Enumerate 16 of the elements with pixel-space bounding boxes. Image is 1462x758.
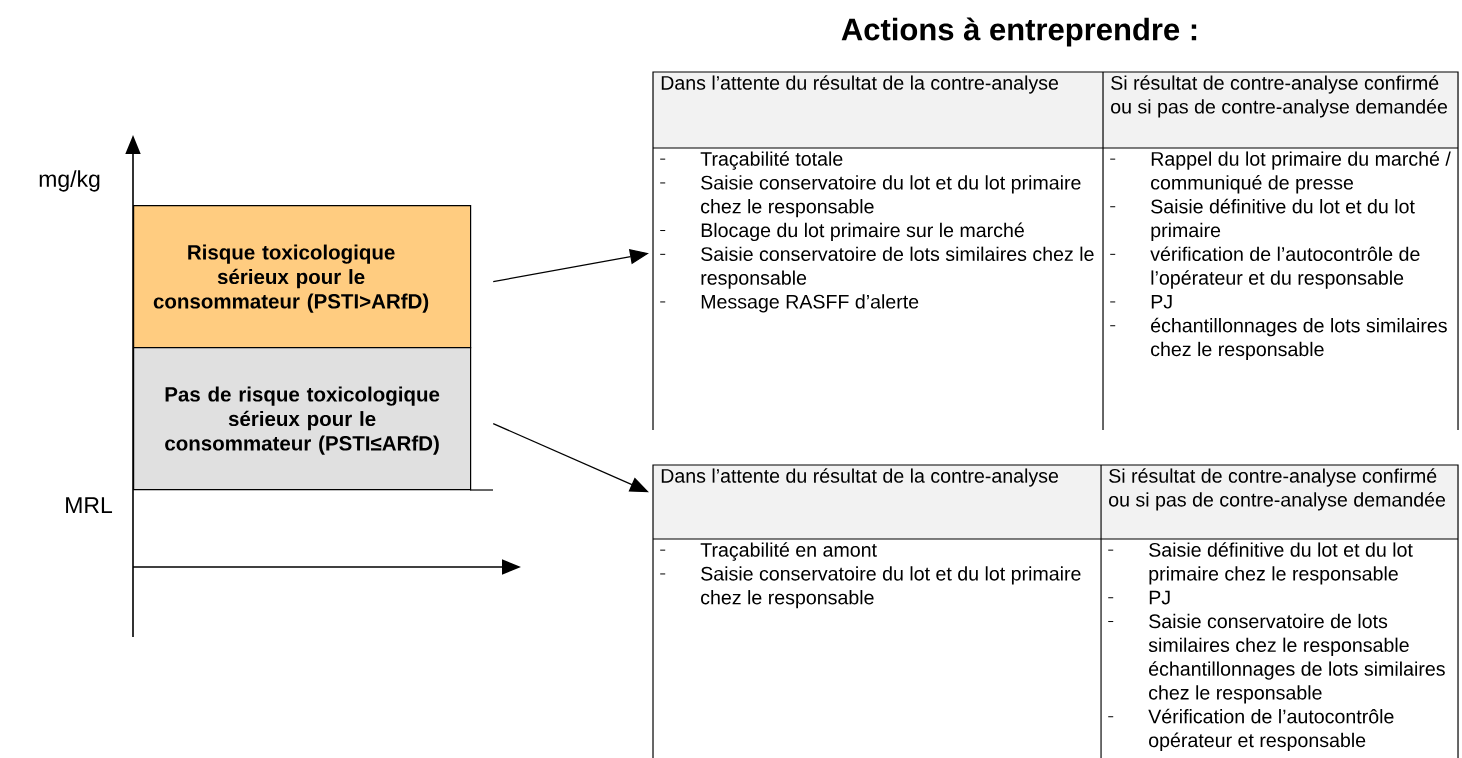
arrow [492, 423, 649, 493]
axis-label: mg/kg [39, 170, 100, 192]
table-cell: Saisie définitive du lot et du lot primaire chez le responsable PJ Saisie conservatoire de lots similaires chez le responsable échantillonnages de lots similaires chez le responsable Vérification de l’autocontrôle opérateur et responsable [1107, 542, 1445, 752]
action-table [652, 464, 1459, 758]
action-table [652, 71, 1459, 431]
header-cell: Si résultat de contre-analyse confirmé ou si pas de contre-analyse demandée [1111, 75, 1448, 118]
table-cell: Traçabilité totale Saisie conservatoire du lot et du lot primaire chez le responsable Blocage du lot primaire sur le marché Saisie conservatoire de lots similaires chez le responsable Message RASFF d’alerte [659, 151, 1094, 313]
risk-band: Pas de risque toxicologique sérieux pour le consommateur (PSTI≤ARfD) [133, 347, 472, 491]
threshold-label: MRL [66, 497, 113, 514]
table-cell: Rappel du lot primaire du marché / communiqué de presse Saisie définitive du lot et du lot primaire vérification de l’autocontrôle de l’opérateur et du responsable PJ échantillonnages de lots similaires chez le responsable [1109, 151, 1451, 361]
header-cell: Dans l’attente du résultat de la contre-analyse [661, 75, 1059, 94]
header-cell: Dans l’attente du résultat de la contre-analyse [661, 468, 1059, 487]
risk-band: Risque toxicologique sérieux pour le consommateur (PSTI>ARfD) [133, 205, 472, 349]
header-cell: Si résultat de contre-analyse confirmé ou si pas de contre-analyse demandée [1109, 468, 1446, 511]
title: Actions à entreprendre : [841, 17, 1197, 47]
table-cell: Traçabilité en amont Saisie conservatoire du lot et du lot primaire chez le responsable [659, 542, 1081, 609]
